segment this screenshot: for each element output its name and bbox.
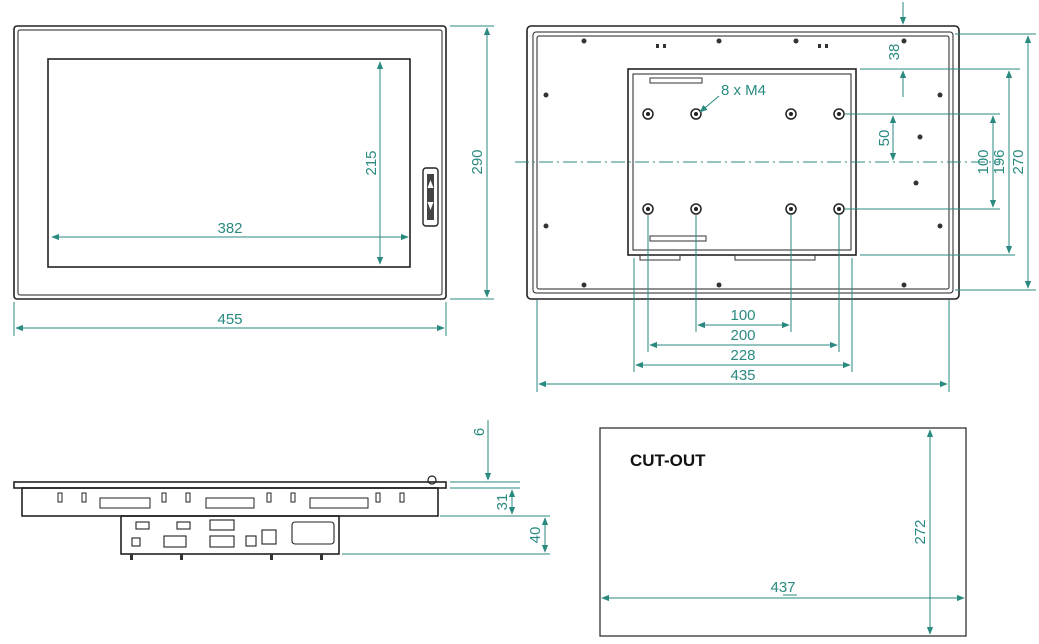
side-io-ports (131, 519, 335, 548)
side-feet (130, 554, 323, 560)
dim-body-depth: 31 (494, 494, 511, 511)
dim-box-depth: 40 (527, 527, 544, 544)
display-area (47, 58, 411, 268)
side-body-ports (57, 492, 405, 509)
side-view: 6 31 40 (13, 420, 550, 560)
cutout-title: CUT-OUT (630, 451, 706, 470)
cutout-outline (599, 427, 967, 637)
logo-badge (422, 167, 439, 227)
dim-span-228: 228 (730, 347, 755, 364)
dim-overall-height: 290 (469, 149, 486, 174)
side-io-box (120, 515, 340, 555)
dim-hole-offset: 50 (876, 130, 893, 147)
m4-leader (699, 95, 720, 113)
dim-top-offset: 38 (886, 44, 903, 61)
cutout-view: CUT-OUT 437 272 (599, 427, 967, 637)
dim-cutout-height: 272 (912, 519, 929, 544)
rear-view: 8 x M4 38 50 100 196 270 100 200 228 (515, 2, 1036, 392)
dim-bezel-depth: 6 (471, 428, 488, 436)
dim-screen-width: 382 (217, 220, 242, 237)
dim-screen-height: 215 (363, 150, 380, 175)
m4-mount-holes (642, 108, 845, 215)
front-bezel-inner (17, 29, 443, 296)
dim-vesa-100-w: 100 (730, 307, 755, 324)
dim-cutout-width: 437 (770, 579, 795, 596)
dim-span-196: 196 (991, 149, 1008, 174)
m4-label: 8 x M4 (721, 82, 766, 99)
dim-vesa-100-h: 100 (975, 149, 992, 174)
front-bezel (13, 25, 447, 300)
front-view: 382 215 455 290 (13, 25, 494, 336)
frame-screws (543, 38, 943, 288)
dim-width-435: 435 (730, 367, 755, 384)
side-bezel (13, 481, 447, 489)
dim-span-200: 200 (730, 327, 755, 344)
side-knob (427, 475, 437, 485)
dim-overall-width: 455 (217, 311, 242, 328)
dim-span-270: 270 (1010, 149, 1027, 174)
plate-connectors (639, 77, 816, 261)
